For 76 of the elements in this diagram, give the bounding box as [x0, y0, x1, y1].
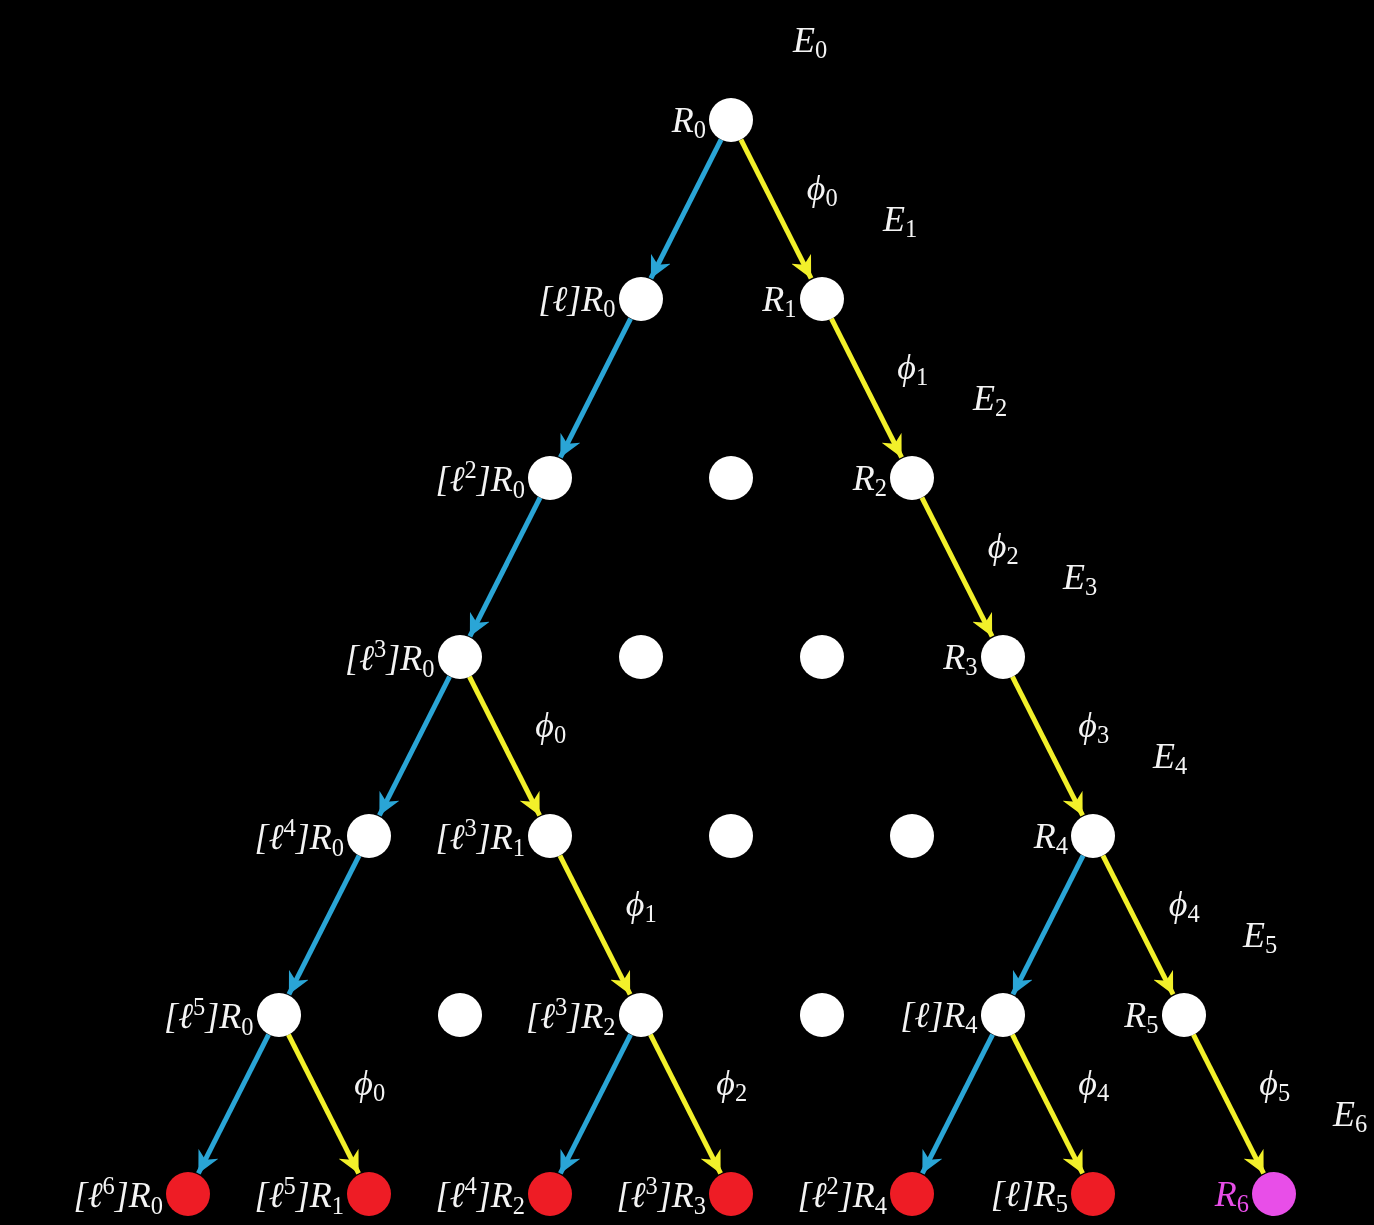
node-label: [ℓ$^{3}$]R$_{3}$	[616, 1174, 706, 1218]
curve-label: E$_{4}$	[1152, 737, 1188, 779]
node-dot	[709, 98, 753, 142]
node-dot	[618, 993, 663, 1037]
node-label: R$_{5}$	[1124, 996, 1159, 1038]
node-dot	[256, 993, 301, 1037]
node-dot	[709, 456, 753, 500]
arrow	[1010, 854, 1086, 996]
node-dot	[347, 814, 391, 858]
node-label: [ℓ]R$_{0}$	[538, 280, 616, 322]
node-dot	[528, 814, 572, 858]
node-label: R$_{6}$	[1214, 1175, 1249, 1217]
node-dot	[437, 993, 482, 1037]
arrow	[1010, 1033, 1085, 1175]
curve-label: E$_{0}$	[792, 21, 828, 63]
curve-label: E$_{3}$	[1062, 558, 1098, 600]
node-dot	[618, 635, 663, 679]
node-dot	[1071, 814, 1115, 858]
arrow	[196, 1033, 271, 1175]
node-dot	[437, 635, 482, 679]
arrow	[1100, 854, 1176, 996]
arrow	[829, 317, 904, 459]
arrow	[648, 138, 724, 280]
arrow	[648, 1033, 723, 1175]
node-label: R$_{0}$	[671, 101, 706, 143]
node-dot	[1252, 1172, 1296, 1216]
arrow	[919, 496, 995, 638]
node-label: [ℓ$^{2}$]R$_{0}$	[435, 458, 525, 502]
curve-label: E$_{6}$	[1332, 1095, 1368, 1137]
node-label: [ℓ]R$_{5}$	[990, 1175, 1068, 1217]
arrow	[1010, 675, 1085, 817]
node-dot	[1161, 993, 1206, 1037]
node-dot	[347, 1172, 391, 1216]
arrow	[467, 496, 543, 638]
arrow	[738, 138, 814, 280]
node-dot	[799, 277, 844, 321]
node-label: [ℓ$^{5}$]R$_{1}$	[254, 1174, 344, 1218]
node-label: [ℓ$^{4}$]R$_{0}$	[254, 816, 344, 860]
node-dot	[799, 993, 844, 1037]
node-dot	[618, 277, 663, 321]
node-label: [ℓ$^{5}$]R$_{0}$	[164, 995, 254, 1039]
arrow	[558, 1033, 633, 1175]
node-dot	[890, 814, 934, 858]
node-label: R$_{1}$	[762, 280, 797, 322]
curve-label: E$_{1}$	[882, 200, 918, 242]
arrow	[920, 1033, 995, 1175]
node-label: R$_{2}$	[852, 459, 887, 501]
node-dot	[166, 1172, 210, 1216]
node-label: [ℓ]R$_{4}$	[900, 996, 978, 1038]
node-dot	[528, 1172, 572, 1216]
node-label: R$_{3}$	[943, 638, 978, 680]
arrow	[467, 675, 542, 817]
node-dot	[980, 635, 1025, 679]
curve-label: E$_{2}$	[972, 379, 1008, 421]
node-dot	[890, 1172, 934, 1216]
arrow	[286, 1033, 361, 1175]
node-dot	[890, 456, 934, 500]
node-label: [ℓ$^{3}$]R$_{0}$	[345, 637, 435, 681]
arrow	[377, 675, 452, 817]
arrow	[1191, 1033, 1266, 1175]
node-label: [ℓ$^{3}$]R$_{1}$	[435, 816, 525, 860]
node-dot	[980, 993, 1025, 1037]
node-label: [ℓ$^{4}$]R$_{2}$	[435, 1174, 525, 1218]
node-label: [ℓ$^{3}$]R$_{2}$	[526, 995, 616, 1039]
node-dot	[1071, 1172, 1115, 1216]
node-dot	[709, 814, 753, 858]
node-label: [ℓ$^{2}$]R$_{4}$	[797, 1174, 887, 1218]
node-dot	[799, 635, 844, 679]
arrow	[557, 854, 633, 996]
node-dot	[709, 1172, 753, 1216]
node-label: R$_{4}$	[1033, 817, 1068, 859]
node-dot	[528, 456, 572, 500]
arrow	[286, 854, 362, 996]
node-label: [ℓ$^{6}$]R$_{0}$	[73, 1174, 163, 1218]
arrow	[558, 317, 633, 459]
curve-label: E$_{5}$	[1242, 916, 1278, 958]
